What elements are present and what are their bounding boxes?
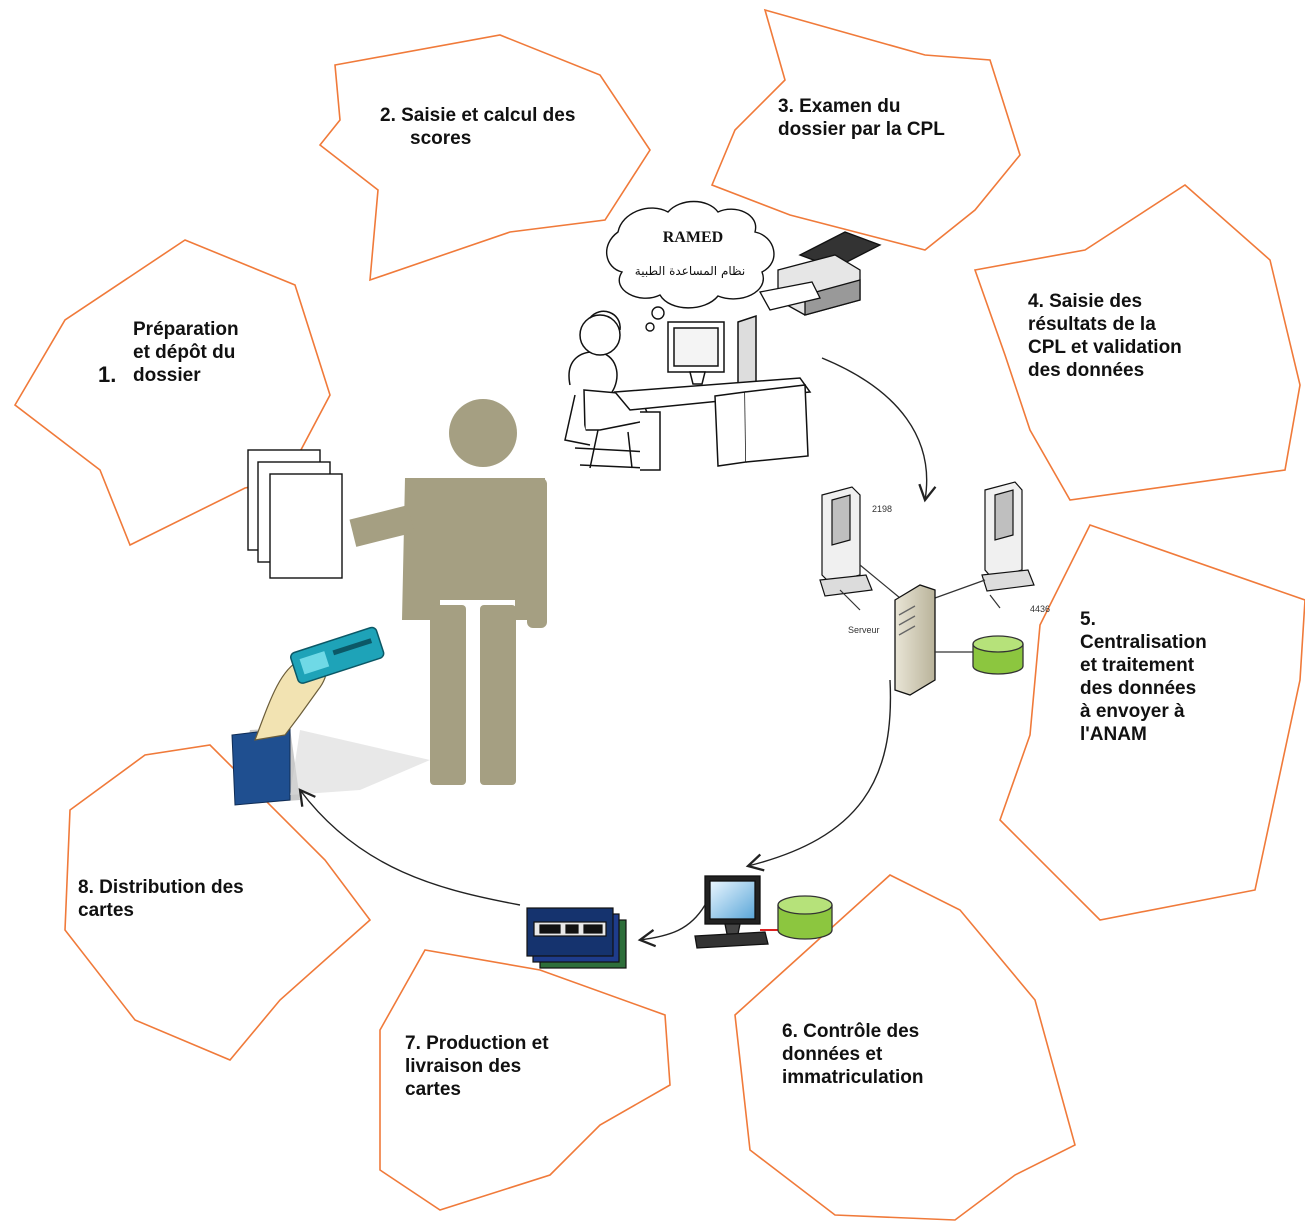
step-8-line-1: 8. Distribution des [78,877,244,898]
step-5-line-2: Centralisation [1080,632,1207,653]
step-7-line-3: cartes [405,1079,461,1100]
step-4-callout [973,183,1301,501]
bubble-subtitle: نظام المساعدة الطبية [635,264,745,278]
step-6-callout [734,874,1076,1221]
step-5-label: 5. Centralisation et traitement des donn… [1080,608,1207,746]
database-2-icon [777,895,833,940]
svg-text:2198: 2198 [872,504,892,514]
operator-at-desk-icon [564,310,812,471]
step-3-label: 3. Examen du dossier par la CPL [778,95,945,141]
arrow-computer-to-cards [637,904,706,948]
step-8-label: 8. Distribution des cartes [78,876,244,922]
flow-arrows [298,357,937,948]
step-1-line-3: dossier [133,365,201,386]
server-label: Serveur [848,625,880,635]
network-links [839,564,1001,611]
step-1-line-2: et dépôt du [133,342,236,363]
step-4-line-3: CPL et validation [1028,337,1182,358]
step-3-line-1: 3. Examen du [778,96,901,117]
card-in-hand-icon [231,626,430,806]
desktop-computer-icon [694,875,780,949]
workstation-2-icon: 4436 [981,481,1050,614]
step-5-line-6: l'ANAM [1080,724,1147,745]
step-8-line-2: cartes [78,900,134,921]
arrow-server-to-computer [745,679,892,872]
database-icon [935,635,1024,675]
step-2-label: 2. Saisie et calcul des scores [380,104,575,150]
step-4-line-2: résultats de la [1028,314,1156,335]
step-4-line-1: 4. Saisie des [1028,291,1143,312]
card-batch-icon [526,907,627,969]
step-7-label: 7. Production et livraison des cartes [405,1032,549,1101]
step-6-line-2: données et [782,1044,883,1065]
step-6-line-3: immatriculation [782,1067,924,1088]
step-6-line-1: 6. Contrôle des [782,1021,920,1042]
step-4-label: 4. Saisie des résultats de la CPL et val… [1028,290,1182,382]
step-5-line-5: à envoyer à [1080,701,1185,722]
step-1-number: 1. [98,362,117,387]
step-5-line-1: 5. [1080,609,1096,630]
step-7-line-2: livraison des [405,1056,522,1077]
step-8-callout [64,744,372,1061]
person-figure [349,399,547,785]
step-5-line-3: et traitement [1080,655,1195,676]
workstation-1-icon: 2198 [819,486,892,597]
server-icon: Serveur [848,584,936,696]
step-3-callout [710,8,1021,251]
step-3-line-2: dossier par la CPL [778,119,945,140]
step-5-callout [999,524,1305,921]
step-7-line-1: 7. Production et [405,1033,549,1054]
paper-stack-icon [247,449,343,579]
arrow-cards-to-hand [298,788,521,906]
step-1-line-1: Préparation [133,319,239,340]
arrow-desk-to-server [821,357,937,503]
step-7-callout [379,949,671,1211]
step-4-line-4: des données [1028,360,1145,381]
step-5-line-4: des données [1080,678,1197,699]
svg-text:4436: 4436 [1030,604,1050,614]
step-2-callout [318,34,651,282]
step-2-line-1: 2. Saisie et calcul des [380,105,576,126]
ramed-thought-bubble: RAMED نظام المساعدة الطبية [606,200,775,332]
step-2-line-2: scores [410,128,472,149]
printer-icon [758,231,882,316]
step-1-label: Préparation et dépôt du dossier [133,318,239,387]
bubble-title: RAMED [663,229,723,246]
step-6-label: 6. Contrôle des données et immatriculati… [782,1020,923,1089]
